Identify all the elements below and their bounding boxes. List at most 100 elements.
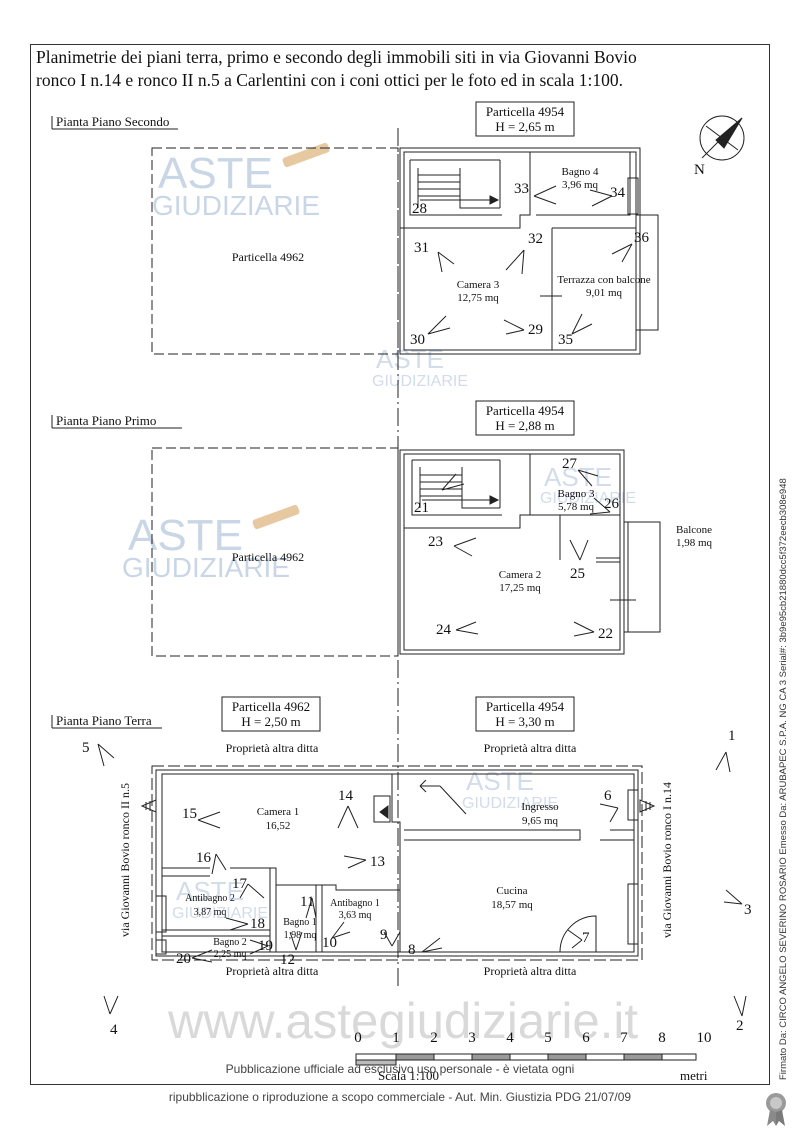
scale-bar: 0 1 2 3 4 5 6 7 8 10 9 Scala 1:100 metri: [354, 1030, 711, 1083]
scale-tick-8: 8: [658, 1030, 666, 1046]
header-line-1: Planimetrie dei piani terra, primo e sec…: [36, 47, 637, 67]
entry-arrow-icon-ingresso: [419, 779, 467, 815]
particella-box-ground-right: [475, 696, 575, 732]
particella-box-second-line1: Particella 4954: [486, 104, 565, 119]
photo-point-19: 19: [258, 938, 273, 954]
watermark-logo-mid-line2: GIUDIZIARIE: [122, 552, 290, 583]
particella-box-ground-left-line1: Particella 4962: [232, 699, 310, 714]
photo-point-10: 10: [322, 935, 337, 951]
room-antibagno2-name: Antibagno 2: [185, 893, 235, 904]
header-line-2: ronco I n.14 e ronco II n.5 a Carlentini…: [36, 70, 624, 90]
watermark-logo-small-4: ASTE GIUDIZIARIE: [172, 876, 268, 922]
seal-badge-icon: [766, 1093, 786, 1126]
compass-north-icon: N: [694, 115, 745, 178]
watermark-small-3-line2: GIUDIZIARIE: [462, 795, 558, 812]
scale-tick-0: 0: [354, 1030, 362, 1046]
photo-point-13: 13: [370, 854, 385, 870]
terrace-balcony-outline: [636, 214, 659, 331]
sheet-header: Planimetrie dei piani terra, primo e sec…: [36, 46, 756, 92]
room-bagno1-area: 1,98 mq: [284, 930, 317, 941]
first-floor-outer-wall: [399, 449, 625, 655]
watermark-logo-mid-line1: ASTE: [128, 511, 243, 560]
room-camera1-name: Camera 1: [257, 806, 299, 818]
watermark-small-1-line2: GIUDIZIARIE: [372, 373, 468, 390]
sheet-frame: [30, 44, 770, 1085]
second-floor-outer-wall: [399, 147, 641, 355]
watermark-logo-small-1: ASTE GIUDIZIARIE: [372, 344, 468, 390]
second-floor-staircase: [409, 159, 502, 216]
floor-ground-title: Pianta Piano Terra: [56, 713, 152, 728]
ground-floor-outer-wall: [155, 769, 639, 957]
scale-tick-1: 1: [392, 1030, 400, 1046]
ground-floor-internal-walls-right: [404, 829, 634, 841]
watermark-logo-middle: ASTE GIUDIZIARIE: [122, 504, 300, 583]
photo-point-16: 16: [196, 850, 212, 866]
watermark-small-2-line1: ASTE: [544, 462, 612, 492]
ground-niche: [373, 795, 391, 823]
room-bagno4-name: Bagno 4: [562, 166, 599, 178]
photo-point-1: 1: [728, 728, 736, 744]
room-antibagno1-name: Antibagno 1: [330, 898, 380, 909]
room-camera3-area: 12,75 mq: [457, 292, 499, 304]
scale-tick-6: 6: [582, 1030, 590, 1046]
photo-point-24: 24: [436, 622, 452, 638]
photo-point-29: 29: [528, 322, 543, 338]
photo-point-27: 27: [562, 456, 578, 472]
particella-box-first-line2: H = 2,88 m: [495, 418, 554, 433]
scale-label: Scala 1:100: [378, 1068, 439, 1083]
particella-box-ground-right-line1: Particella 4954: [486, 699, 565, 714]
watermark-logo-line1: ASTE: [158, 149, 273, 198]
ground-window-right: [627, 883, 639, 945]
photo-point-30: 30: [410, 332, 425, 348]
footer-notice-line2: ripubblicazione o riproduzione a scopo c…: [168, 1090, 632, 1104]
floor-first: Pianta Piano Primo Particella 4954 H = 2…: [51, 400, 713, 657]
photo-point-36: 36: [634, 230, 650, 246]
room-bagno3-area: 5,78 mq: [558, 501, 595, 513]
room-bagno2-name: Bagno 2: [213, 937, 247, 948]
neighbor-top-right: Proprietà altra ditta: [484, 741, 577, 755]
scale-tick-3: 3: [468, 1030, 476, 1046]
room-camera2-name: Camera 2: [499, 569, 541, 581]
room-balcone-area: 1,98 mq: [676, 537, 713, 549]
view-cone-icons-first: [441, 469, 611, 637]
photo-point-20: 20: [176, 951, 191, 967]
photo-point-9: 9: [380, 927, 388, 943]
view-cone-icons-ground: [97, 743, 747, 1017]
watermark-small-3-line1: ASTE: [466, 766, 534, 796]
photo-point-12: 12: [280, 952, 295, 968]
floor-ground: Pianta Piano Terra Particella 4962 H = 2…: [51, 696, 752, 1038]
photo-point-23: 23: [428, 534, 443, 550]
room-cucina-name: Cucina: [496, 885, 527, 897]
room-camera2-area: 17,25 mq: [499, 582, 541, 594]
watermark-site-url: www.astegiudiziarie.it: [167, 993, 638, 1049]
photo-point-33: 33: [514, 181, 529, 197]
scale-unit: metri: [680, 1068, 708, 1083]
photo-point-6: 6: [604, 788, 612, 804]
scale-tick-7: 7: [620, 1030, 628, 1046]
photo-point-5: 5: [82, 740, 90, 756]
parcel-4962-outline-first: [151, 447, 399, 657]
particella-box-first: [475, 400, 575, 436]
scale-tick-5: 5: [544, 1030, 552, 1046]
photo-point-8: 8: [408, 942, 416, 958]
room-bagno2-area: 2,25 mq: [214, 949, 247, 960]
watermark-logo-line2: GIUDIZIARIE: [152, 190, 320, 221]
photo-point-7: 7: [582, 930, 590, 946]
room-bagno4-area: 3,96 mq: [562, 179, 599, 191]
photo-point-14: 14: [338, 788, 354, 804]
neighbor-bottom-left: Proprietà altra ditta: [226, 964, 319, 978]
floor-second: Pianta Piano Secondo Particella 4954 H =…: [51, 101, 659, 355]
photo-point-34: 34: [610, 185, 626, 201]
photo-point-11: 11: [300, 894, 314, 910]
particella-box-ground-left-line2: H = 2,50 m: [241, 714, 300, 729]
watermark-small-1-line1: ASTE: [376, 344, 444, 374]
entry-arrow-icon-right: [639, 799, 656, 813]
room-cucina-area: 18,57 mq: [491, 899, 533, 911]
street-right-label: via Giovanni Bovio ronco I n.14: [660, 782, 674, 938]
particella-box-second-line2: H = 2,65 m: [495, 119, 554, 134]
street-left-label: via Giovanni Bovio ronco II n.5: [118, 783, 132, 937]
scale-tick-2: 2: [430, 1030, 438, 1046]
room-bagno1-name: Bagno 1: [283, 917, 317, 928]
particella-box-ground-left: [221, 696, 321, 732]
